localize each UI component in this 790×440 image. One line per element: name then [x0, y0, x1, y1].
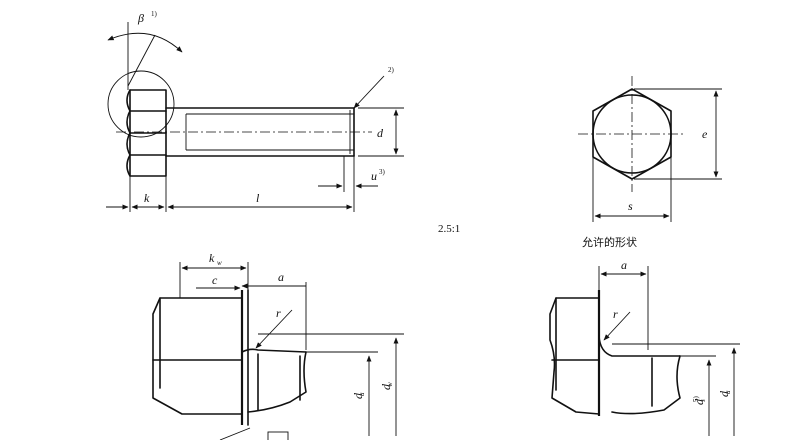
u-footnote: 3): [379, 168, 386, 176]
beta-footnote: 1): [151, 10, 158, 18]
kw-label: k: [209, 251, 215, 265]
ds-right-subscript: s: [699, 399, 707, 402]
ds-label-right: d: [692, 398, 706, 405]
detail-view-left: r k w c a d a d w: [152, 251, 404, 440]
l-label: l: [256, 191, 260, 205]
da-label-right: d: [717, 390, 731, 397]
d-label: d: [377, 126, 384, 140]
da-label-left: d: [351, 392, 365, 399]
dw-subscript: w: [386, 382, 394, 387]
c-label: c: [212, 273, 218, 287]
r-label-left: r: [276, 306, 281, 320]
beta-label: β: [137, 11, 144, 25]
a-label-right: a: [621, 258, 627, 272]
kw-subscript: w: [217, 259, 222, 267]
scale-label: 2.5:1: [438, 223, 460, 235]
footnote-2: 2): [388, 66, 395, 74]
a-label-left: a: [278, 270, 284, 284]
hex-end-view: e s: [578, 76, 722, 222]
bolt-side-view: β 1) 2) d u 3) k l: [106, 10, 404, 212]
detail-circle: [107, 70, 175, 138]
dw-label: d: [379, 383, 393, 390]
detail-view-right: r a d s 5) d a: [549, 258, 740, 436]
e-label: e: [702, 127, 708, 141]
ds-right-footnote: 5): [692, 396, 700, 403]
u-label: u: [371, 169, 377, 183]
da-right-subscript: a: [724, 390, 732, 394]
da-left-subscript: a: [358, 392, 366, 396]
allowed-shape-caption: 允许的形状: [582, 235, 637, 249]
k-label: k: [144, 191, 150, 205]
s-label: s: [628, 199, 633, 213]
r-label-right: r: [613, 307, 618, 321]
